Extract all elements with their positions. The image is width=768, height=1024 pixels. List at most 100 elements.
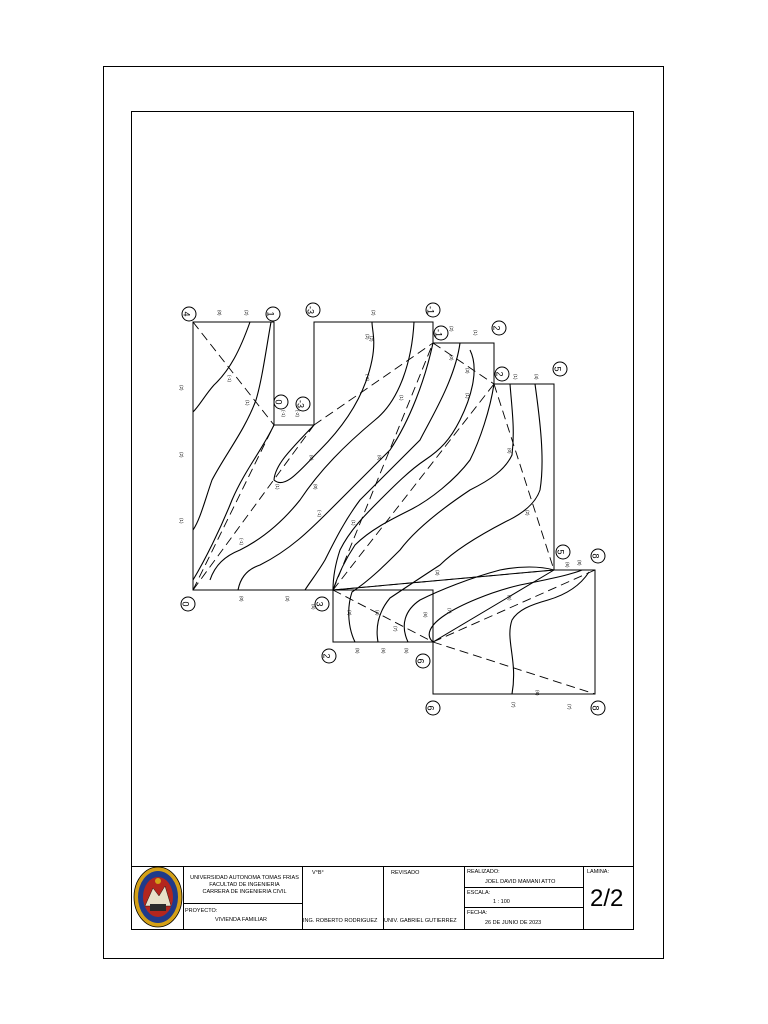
drawing-frame	[131, 111, 634, 930]
contour-label: (1)	[245, 400, 250, 406]
node-label: 2	[322, 653, 332, 658]
divider	[302, 867, 303, 930]
node-marker	[181, 306, 197, 322]
vobo-label: V°B°	[312, 870, 324, 876]
node-circles	[180, 302, 606, 716]
fecha-value: 26 DE JUNIO DE 2023	[485, 920, 542, 926]
contour-label: (-2)	[295, 410, 300, 417]
node-label: 6	[426, 705, 436, 710]
node-label: 8	[591, 553, 601, 558]
node-label: -3	[306, 306, 316, 314]
contour-label: (3)	[435, 570, 440, 576]
sheet-border	[103, 66, 664, 959]
contour-label: (2)	[449, 326, 454, 332]
node-label: 5	[556, 549, 566, 554]
contour-label: (5)	[355, 648, 360, 654]
revisado-label: REVISADO	[391, 870, 420, 876]
contour-label: (4)	[534, 374, 539, 380]
node-marker	[494, 366, 510, 382]
node-label: 8	[591, 705, 601, 710]
title-block: UNIVERSIDAD AUTONOMA TOMAS FRIAS FACULTA…	[131, 866, 634, 930]
contour-label: (7)	[511, 702, 516, 708]
node-marker	[273, 394, 289, 410]
escala-value: 1 : 100	[493, 899, 510, 905]
contour-label: (-1)	[317, 510, 322, 517]
contour-label: (-2)	[365, 374, 370, 381]
node-label: 5	[553, 366, 563, 371]
node-label: 0	[181, 601, 191, 606]
university-line: UNIVERSIDAD AUTONOMA TOMAS FRIAS	[190, 875, 299, 881]
contour-label: (3)	[465, 368, 470, 374]
contour-label: (0)	[309, 455, 314, 461]
divider	[583, 867, 584, 930]
node-marker	[590, 548, 606, 564]
node-label: 2	[492, 325, 502, 330]
contour-label: (-1)	[281, 410, 286, 417]
node-marker	[265, 306, 281, 322]
realizado-label: REALIZADO:	[467, 869, 500, 875]
contour-label: (0)	[313, 484, 318, 490]
node-marker	[305, 302, 321, 318]
node-label: 2	[495, 371, 505, 376]
contour-label: (7)	[447, 608, 452, 614]
node-marker	[415, 653, 431, 669]
divider	[183, 867, 184, 930]
contour-label: (1)	[465, 393, 470, 399]
contour-label: (3)	[347, 610, 352, 616]
contour-label: (-1)	[239, 538, 244, 545]
node-label: 6	[416, 658, 426, 663]
contour-label: (5)	[507, 595, 512, 601]
contour-label: (5)	[311, 604, 316, 610]
node-marker	[433, 325, 449, 341]
node-marker	[180, 596, 196, 612]
contour-label: (0)	[217, 310, 222, 316]
node-marker	[590, 700, 606, 716]
university-name: UNIVERSIDAD AUTONOMA TOMAS FRIAS FACULTA…	[187, 875, 302, 896]
divider	[464, 887, 584, 888]
contour-label: (7)	[393, 626, 398, 632]
contour-label: (2)	[371, 310, 376, 316]
node-label: 3	[315, 601, 325, 606]
contour-label: (-1)	[227, 375, 232, 382]
divider	[183, 903, 303, 904]
contour-label: (1)	[275, 484, 280, 490]
node-label: 1	[266, 311, 276, 316]
contour-label: (2)	[179, 385, 184, 391]
contour-label: (4)	[375, 610, 380, 616]
contour-label: (2)	[525, 510, 530, 516]
contour-label: (6)	[535, 690, 540, 696]
contour-label: (1)	[473, 330, 478, 336]
contour-label: (5)	[404, 648, 409, 654]
node-marker	[491, 320, 507, 336]
contour-label: (6)	[565, 562, 570, 568]
fecha-label: FECHA:	[467, 910, 488, 916]
contour-label: (0)	[507, 448, 512, 454]
node-marker	[295, 396, 311, 412]
contour-label-group: (0) (2) (2) (1) (-1) (-2) (2) (2) (1) (0…	[179, 310, 582, 710]
node-label: -3	[296, 400, 306, 408]
node-label: -1	[426, 306, 436, 314]
node-marker	[425, 302, 441, 318]
contour-label: (0)	[239, 596, 244, 602]
node-marker	[425, 700, 441, 716]
lamina-label: LAMINA:	[587, 869, 610, 875]
contour-label: (1)	[399, 395, 404, 401]
divider	[464, 907, 584, 908]
divider	[464, 867, 465, 930]
contour-label: (1)	[179, 518, 184, 524]
lamina-value: 2/2	[590, 885, 624, 912]
contour-label: (6)	[381, 648, 386, 654]
node-marker	[552, 361, 568, 377]
proyecto-label: PROYECTO:	[185, 908, 218, 914]
contour-label: (2)	[369, 336, 374, 342]
contour-label: (0)	[449, 355, 454, 361]
contour-label: (0)	[377, 455, 382, 461]
node-label: 0	[274, 399, 284, 404]
lot-outline-west	[192, 321, 555, 591]
node-label: 4	[182, 311, 192, 316]
contour-label: (1)	[351, 520, 356, 526]
divider	[383, 867, 384, 930]
realizado-value: JOEL DAVID MAMANI ATTO	[485, 879, 556, 885]
contour-label: (2)	[179, 452, 184, 458]
